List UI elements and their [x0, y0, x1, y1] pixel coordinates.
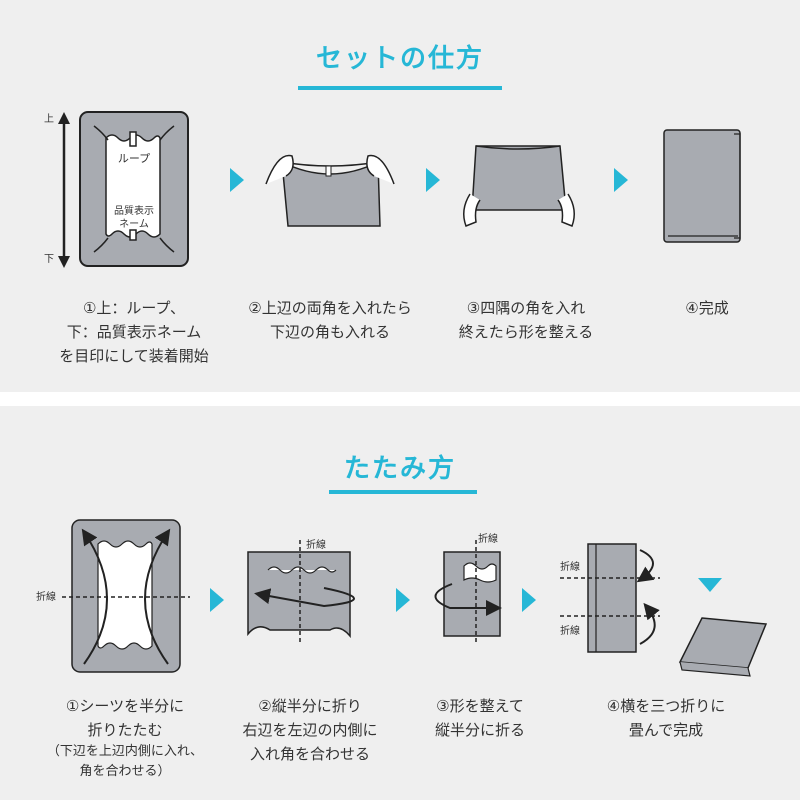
- fold-step1-caption: ①シーツを半分に 折りたたむ （下辺を上辺内側に入れ、 角を合わせる）: [22, 694, 228, 782]
- label-loop: ループ: [118, 152, 150, 165]
- setup-title: セットの仕方: [315, 44, 484, 74]
- setup-step3-line2: 終えたら形を整える: [458, 323, 594, 341]
- folding-title-underline: [329, 490, 477, 494]
- setup-step2-caption: ②上辺の両角を入れたら 下辺の角も入れる: [232, 296, 428, 344]
- label-tag-1: 品質表示: [114, 204, 154, 217]
- fold-step3-line1: ③形を整えて: [436, 697, 524, 715]
- fold-step2-caption: ②縦半分に折り 右辺を左辺の内側に 入れ角を合わせる: [212, 694, 408, 766]
- fold-step1-line1: ①シーツを半分に: [65, 697, 185, 715]
- fold-step1-figure: 折線: [36, 519, 190, 673]
- fold-line-label-3: 折線: [478, 532, 498, 545]
- fold-step3-caption: ③形を整えて 縦半分に折る: [382, 694, 578, 742]
- setup-step2-line2: 下辺の角も入れる: [269, 323, 390, 341]
- setup-arrow-1: [230, 168, 244, 192]
- fold-line-label-4a: 折線: [560, 560, 580, 573]
- setup-step2-figure: [265, 154, 395, 227]
- fold-line-label-1: 折線: [36, 590, 56, 603]
- fold-step4-line2: 畳んで完成: [628, 721, 704, 739]
- fold-step2-line2: 右辺を左辺の内側に: [242, 721, 378, 739]
- setup-title-underline: [298, 86, 502, 90]
- setup-step1-line1: ①上：ループ、: [82, 299, 186, 317]
- setup-arrow-2: [426, 168, 440, 192]
- fold-step1-note: （下辺を上辺内側に入れ、 角を合わせる）: [46, 744, 204, 779]
- fold-step3-figure: 折線: [434, 532, 502, 644]
- fold-step4-figure: 折線 折線: [560, 543, 768, 677]
- setup-step3-line1: ③四隅の角を入れ: [466, 299, 586, 317]
- label-bottom: 下: [44, 254, 54, 265]
- setup-step1-caption: ①上：ループ、 下：品質表示ネーム を目印にして装着開始: [36, 296, 232, 368]
- fold-step3-line2: 縦半分に折る: [434, 721, 525, 739]
- fold-line-label-2: 折線: [306, 538, 326, 551]
- label-tag-2: ネーム: [119, 218, 149, 230]
- fold-arrow-down: [698, 578, 722, 592]
- fold-step2-line3: 入れ角を合わせる: [249, 745, 370, 763]
- setup-step3-caption: ③四隅の角を入れ 終えたら形を整える: [428, 296, 624, 344]
- fold-arrow-1: [210, 588, 224, 612]
- setup-step4-line1: ④完成: [685, 299, 729, 317]
- fold-step4-caption: ④横を三つ折りに 畳んで完成: [568, 694, 764, 742]
- setup-arrow-3: [614, 168, 628, 192]
- setup-step2-line1: ②上辺の両角を入れたら: [248, 299, 412, 317]
- setup-step1-line2: 下：品質表示ネーム: [66, 323, 202, 341]
- fold-arrow-3: [522, 588, 536, 612]
- setup-step1-figure: 上 下 ループ 品質表示 ネーム: [44, 111, 189, 268]
- folding-title: たたみ方: [343, 454, 456, 484]
- fold-step4-line1: ④横を三つ折りに: [606, 697, 726, 715]
- setup-step4-caption: ④完成: [612, 296, 800, 320]
- fold-arrow-2: [396, 588, 410, 612]
- setup-step1-line3: を目印にして装着開始: [59, 347, 209, 365]
- fold-step2-figure: 折線: [247, 538, 355, 644]
- fold-step2-line1: ②縦半分に折り: [258, 697, 362, 715]
- label-top: 上: [44, 113, 54, 125]
- setup-step3-figure: [463, 145, 575, 227]
- fold-line-label-4b: 折線: [560, 624, 580, 637]
- setup-step4-figure: [663, 129, 741, 243]
- fold-step1-line2: 折りたたむ: [87, 721, 163, 739]
